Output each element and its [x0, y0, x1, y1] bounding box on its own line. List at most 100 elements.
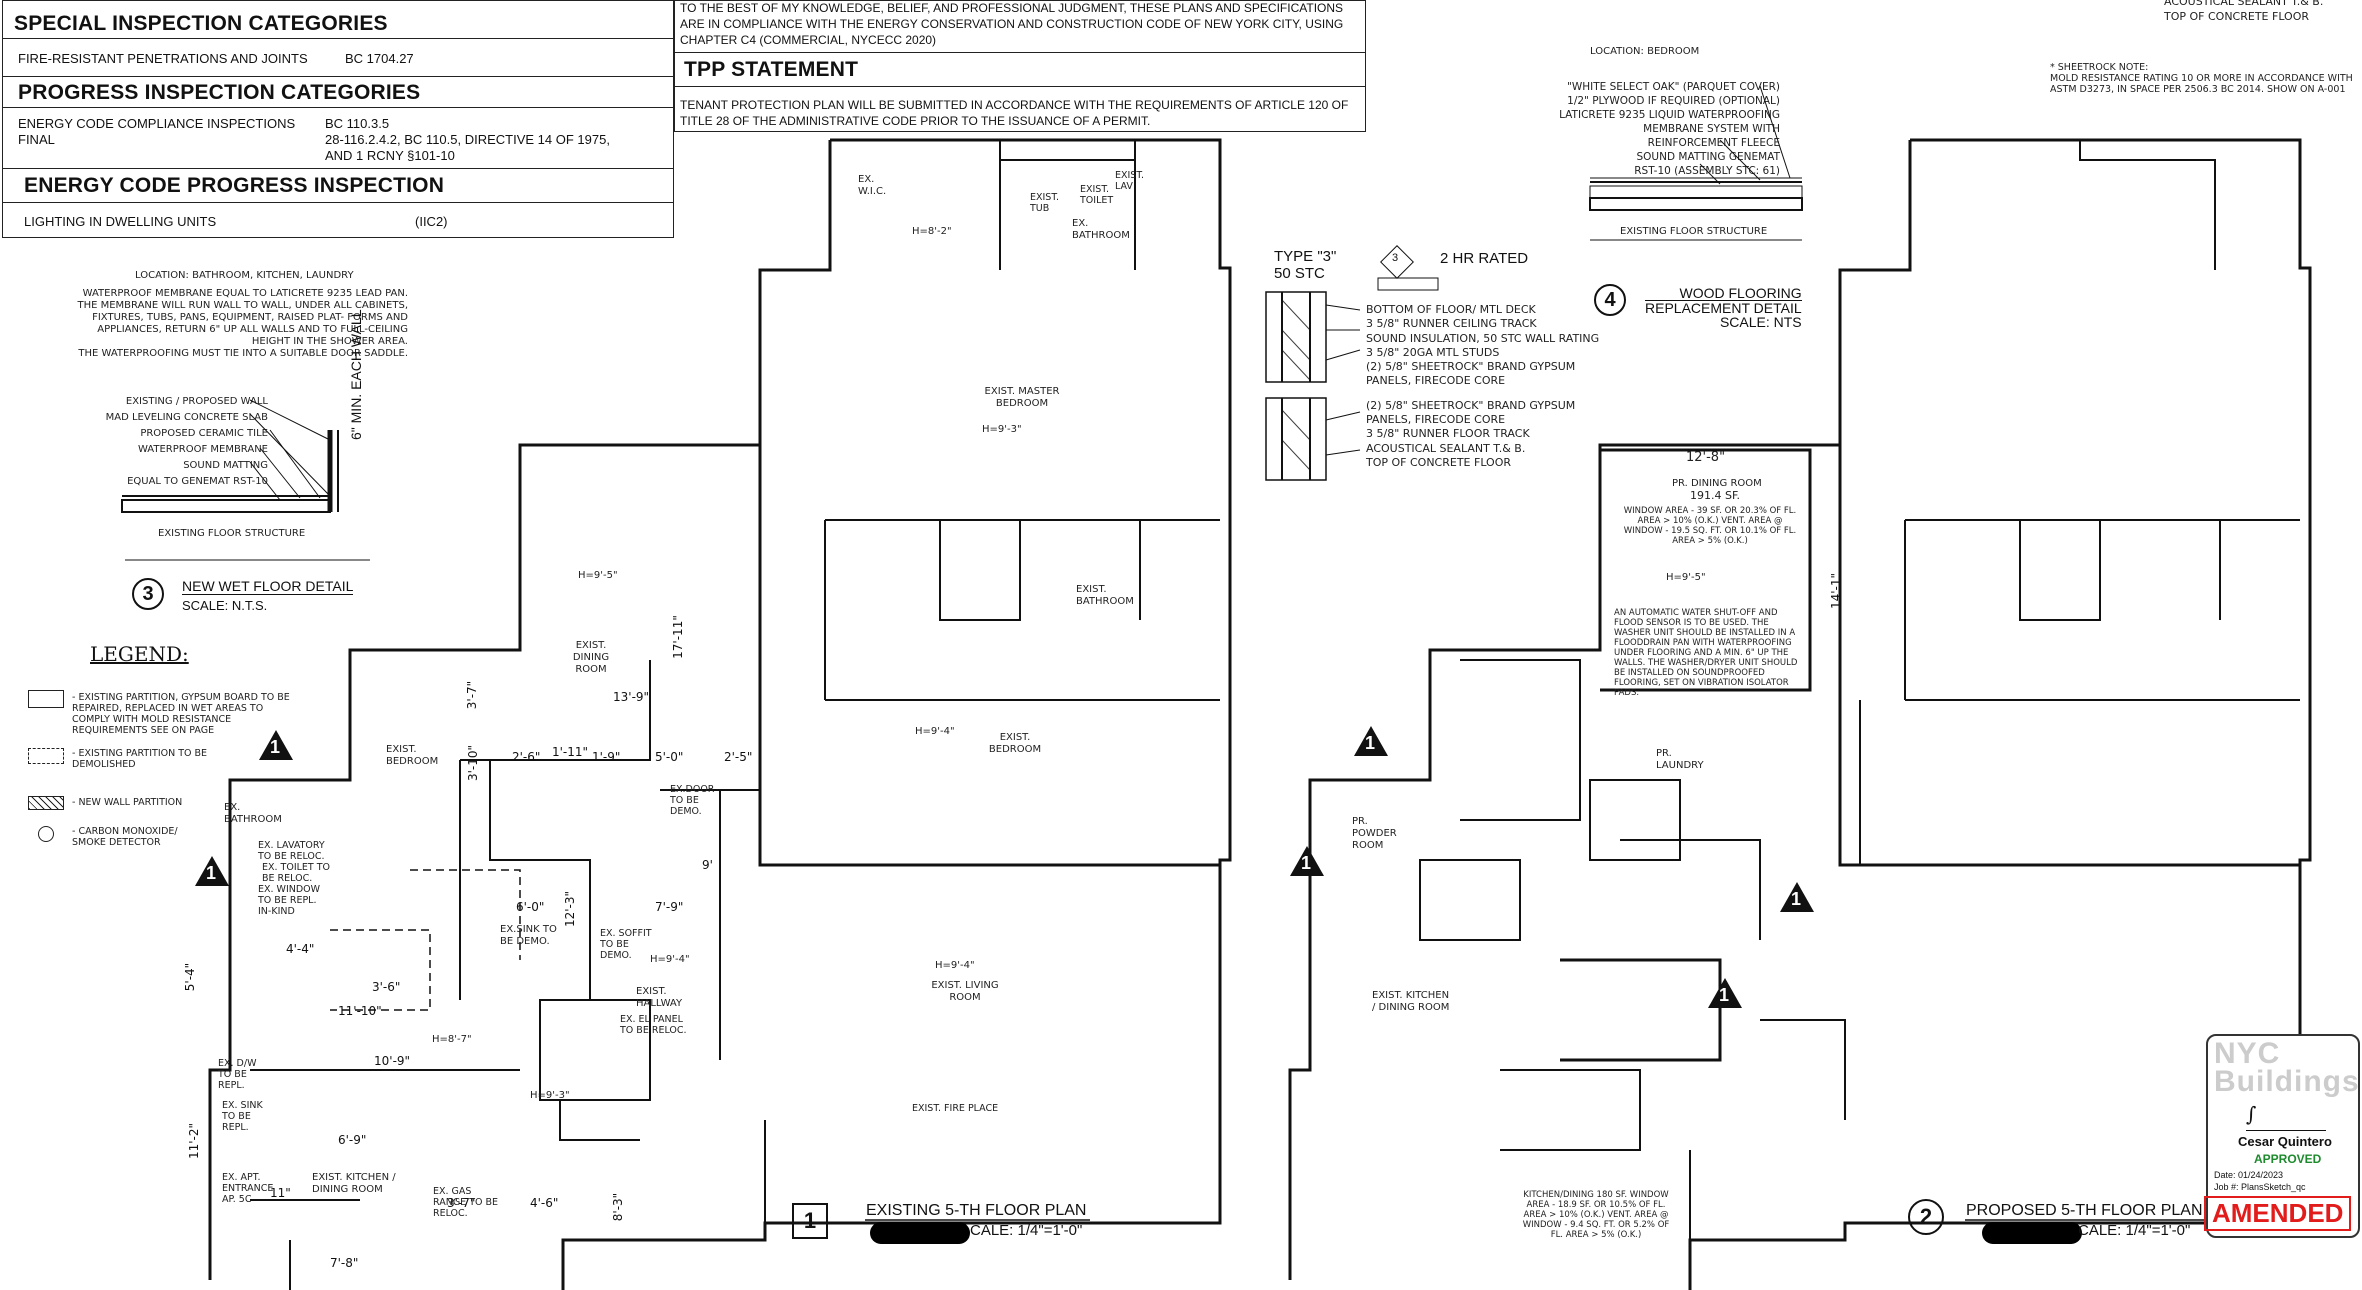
- p1-dim: 4'-6": [530, 1196, 559, 1210]
- p2-dining-sf: 191.4 SF.: [1690, 489, 1741, 502]
- detail-marker-triangle: 1: [1780, 882, 1814, 912]
- p1-note: EX. LAVATORY TO BE RELOC.: [258, 840, 325, 862]
- wall-type-stc: 50 STC: [1274, 265, 1325, 282]
- p1-bedroom-r: EXIST. BEDROOM: [988, 732, 1042, 755]
- top-right-lines: ACOUSTICAL SEALANT T.& B. TOP OF CONCRET…: [2164, 0, 2324, 23]
- p1-dim: 7'-8": [330, 1256, 359, 1270]
- p1-bath: EX. BATHROOM: [1072, 218, 1130, 241]
- p1-note: EX. TOILET TO BE RELOC.: [262, 862, 331, 884]
- p1-dim: 5'-4": [183, 962, 198, 992]
- progress-code-2b: AND 1 RCNY §101-10: [325, 148, 455, 163]
- detail-marker-triangle: 1: [259, 730, 293, 760]
- p1-master-h: H=9'-3": [982, 424, 1022, 435]
- legend-title: LEGEND:: [90, 642, 189, 666]
- p1-living-h: H=9'-4": [935, 960, 975, 971]
- p1-dim: 1'-9": [592, 750, 621, 764]
- p1-kitchen: EXIST. KITCHEN / DINING ROOM: [312, 1172, 396, 1195]
- p1-dining-h: H=9'-5": [578, 570, 618, 581]
- legend-item-demo: - EXISTING PARTITION TO BE DEMOLISHED: [72, 748, 208, 770]
- p1-note: EX. SOFFIT TO BE DEMO.: [600, 928, 652, 961]
- plan1-marker: 1: [792, 1203, 828, 1239]
- special-inspection-title: SPECIAL INSPECTION CATEGORIES: [14, 12, 388, 35]
- detail-marker-triangle: 1: [1290, 846, 1324, 876]
- p2-dim-top: 12'-8": [1686, 450, 1726, 465]
- detail-marker-triangle: 1: [195, 856, 229, 886]
- plan1-scale: CALE: 1/4"=1'-0": [970, 1222, 1083, 1239]
- p1-dim-v: 17'-11": [670, 615, 685, 659]
- p1-dim: 7'-9": [655, 900, 684, 914]
- plan2-marker: 2: [1908, 1199, 1944, 1235]
- stamp-status: APPROVED: [2254, 1152, 2322, 1166]
- tpp-line-1: TENANT PROTECTION PLAN WILL BE SUBMITTED…: [680, 98, 1349, 112]
- plan2-title: PROPOSED 5-TH FLOOR PLAN: [1966, 1202, 2203, 1219]
- p1-h94: H=9'-4": [650, 954, 690, 965]
- nyc-buildings-logo: NYC Buildings: [2214, 1037, 2360, 1098]
- p1-dining: EXIST. DINING ROOM: [572, 640, 610, 675]
- p1-dim: 12'-3": [563, 890, 578, 928]
- p1-bedroom-r-h: H=9'-4": [915, 726, 955, 737]
- tpp-title: TPP STATEMENT: [684, 58, 859, 81]
- signature: ∫: [2246, 1102, 2326, 1131]
- approval-stamp: NYC Buildings ∫ Cesar Quintero APPROVED …: [2206, 1034, 2360, 1238]
- p1-note: EX. GAS RANGE TO BE RELOC.: [433, 1186, 499, 1219]
- sheetrock-note: * SHEETROCK NOTE: MOLD RESISTANCE RATING…: [2050, 62, 2353, 95]
- legend-swatch-demo: [28, 748, 64, 764]
- legend-item-detector: - CARBON MONOXIDE/ SMOKE DETECTOR: [72, 826, 178, 848]
- p1-dim: 13'-9": [613, 690, 650, 704]
- divider: [2, 202, 674, 203]
- p1-dim: 11": [270, 1186, 291, 1200]
- divider: [2, 168, 674, 169]
- p1-note: EX. EL PANEL TO BE RELOC.: [620, 1014, 687, 1036]
- p2-laundry: PR. LAUNDRY: [1656, 748, 1704, 771]
- p2-powder: PR. POWDER ROOM: [1352, 816, 1397, 851]
- p2-h95: H=9'-5": [1666, 572, 1706, 583]
- p1-dim: 5'-0": [655, 750, 684, 764]
- progress-code-2: 28-116.2.4.2, BC 110.5, DIRECTIVE 14 OF …: [325, 132, 610, 147]
- tpp-line-2: TITLE 28 OF THE ADMINISTRATIVE CODE PRIO…: [680, 114, 1151, 128]
- energy-code: (IIC2): [415, 214, 448, 229]
- p2-flood: AN AUTOMATIC WATER SHUT-OFF AND FLOOD SE…: [1614, 608, 1798, 698]
- progress-item-1: ENERGY CODE COMPLIANCE INSPECTIONS: [18, 116, 296, 131]
- p1-toilet: EXIST. TOILET: [1080, 184, 1114, 206]
- p1-dim: 9': [702, 858, 713, 872]
- stamp-date: Date: 01/24/2023: [2214, 1170, 2284, 1180]
- detail4-callouts: "WHITE SELECT OAK" (PARQUET COVER) 1/2" …: [1559, 81, 1780, 177]
- p1-entrance: EX. APT. ENTRANCE AP. 5C: [222, 1172, 274, 1205]
- detail4-location: LOCATION: BEDROOM: [1590, 46, 1700, 57]
- plan2-scale: CALE: 1/4"=1'-0": [2078, 1222, 2191, 1239]
- statement-line-3: CHAPTER C4 (COMMERCIAL, NYCECC 2020): [680, 33, 937, 47]
- p1-note: EX.DOOR TO BE DEMO.: [670, 784, 715, 817]
- p2-kitchen-notes: KITCHEN/DINING 180 SF. WINDOW AREA - 18.…: [1522, 1190, 1670, 1240]
- p1-dim: 6'-0": [516, 900, 545, 914]
- rated-num: 3: [1392, 252, 1399, 264]
- divider: [674, 52, 1366, 53]
- detail3-location: LOCATION: BATHROOM, KITCHEN, LAUNDRY: [135, 270, 354, 281]
- detail4-marker: 4: [1594, 284, 1626, 316]
- divider: [2, 38, 674, 39]
- p1-bedroom-l: EXIST. BEDROOM: [386, 744, 439, 767]
- p1-dim: 3'-10": [466, 744, 481, 782]
- stamp-job: Job #: PlansSketch_qc: [2214, 1182, 2306, 1192]
- p1-wic: EX. W.I.C.: [858, 174, 887, 197]
- progress-inspection-title: PROGRESS INSPECTION CATEGORIES: [18, 81, 421, 104]
- p1-lav: EXIST. LAV: [1115, 170, 1145, 192]
- energy-progress-title: ENERGY CODE PROGRESS INSPECTION: [24, 174, 445, 197]
- p1-note: EX.SINK TO BE DEMO.: [500, 924, 557, 947]
- p1-wic-h: H=8'-2": [912, 226, 952, 237]
- p1-tub: EXIST. TUB: [1030, 192, 1060, 214]
- plan1-title: EXISTING 5-TH FLOOR PLAN: [866, 1202, 1087, 1219]
- divider: [674, 86, 1366, 87]
- p1-h87: H=8'-7": [432, 1034, 472, 1045]
- p2-dim-v: 14'-1": [1829, 572, 1844, 610]
- legend-item-existing: - EXISTING PARTITION, GYPSUM BOARD TO BE…: [72, 692, 290, 736]
- p1-dim: 8'-3": [611, 1192, 626, 1222]
- legend-swatch-new: [28, 796, 64, 810]
- plan1-redaction: [870, 1222, 970, 1244]
- statement-box: [674, 0, 1366, 132]
- p1-note: EX. SINK TO BE REPL.: [222, 1100, 263, 1133]
- p1-hallway: EXIST. HALLWAY: [636, 986, 683, 1009]
- wall-type-lines: BOTTOM OF FLOOR/ MTL DECK 3 5/8" RUNNER …: [1366, 303, 1600, 469]
- p1-living: EXIST. LIVING ROOM: [931, 980, 999, 1003]
- p1-dim: 2'-6": [512, 750, 541, 764]
